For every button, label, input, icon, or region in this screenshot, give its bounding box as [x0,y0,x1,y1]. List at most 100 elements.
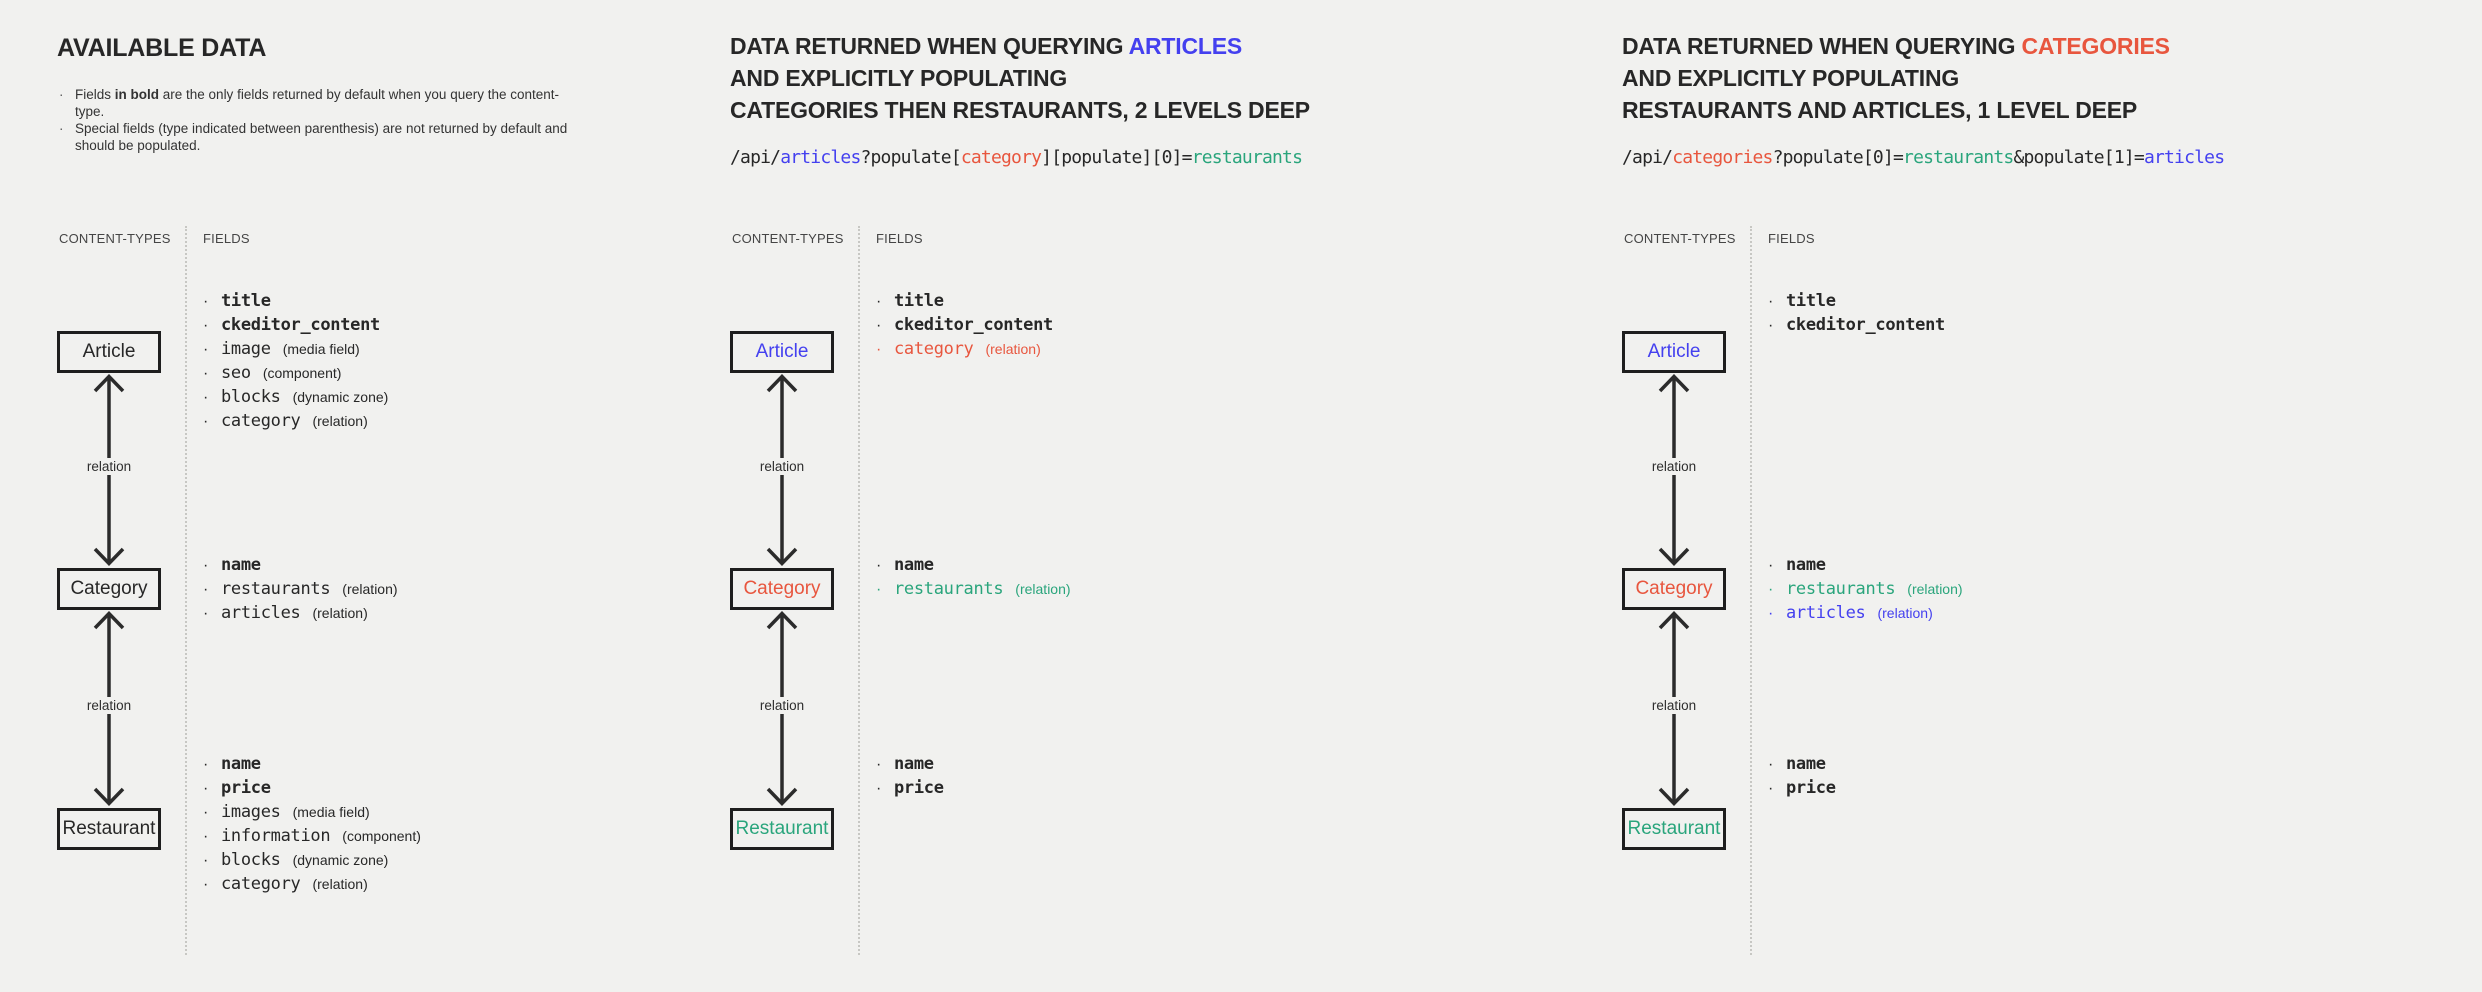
field-name: restaurants [221,579,331,599]
bullet-icon: · [1768,293,1774,310]
note-segment: in bold [114,87,160,102]
content-type-box-category: Category [730,568,834,610]
column-divider [185,226,187,955]
field-item: ·ckeditor_content [876,315,1053,339]
field-type: (relation) [312,876,368,892]
relation-label: relation [730,458,834,475]
title-segment: DATA RETURNED WHEN QUERYING [730,33,1129,59]
field-item: ·blocks(dynamic zone) [203,850,421,874]
field-item: ·price [203,778,421,802]
code-segment: restaurants [1191,147,1303,168]
relation-label-text: relation [754,458,810,475]
field-type: (media field) [282,341,360,357]
bullet-icon: · [876,317,882,334]
field-name: name [894,555,934,575]
code-segment: articles [780,147,861,168]
panel-title: AVAILABLE DATA [57,32,266,64]
bullet-icon: · [203,389,209,406]
bullet-icon: · [203,293,209,310]
field-name: articles [221,603,301,623]
panel-title-line: AND EXPLICITLY POPULATING [1622,62,2170,94]
bullet-icon: · [876,581,882,598]
fields-list-category: · name ·restaurants(relation) [876,555,1071,603]
field-type: (relation) [1015,581,1071,597]
field-item: ·name [1768,754,1836,778]
field-type: (relation) [985,341,1041,357]
field-item: ·name [1768,555,1963,579]
field-item: ·name [876,754,944,778]
field-type: (dynamic zone) [292,852,389,868]
bullet-icon: · [1768,581,1774,598]
code-segment: category [960,147,1042,168]
relation-label: relation [1622,458,1726,475]
relation-label: relation [57,697,161,714]
relation-label-text: relation [81,458,137,475]
code-segment: articles [2143,147,2225,168]
content-type-box-category: Category [1622,568,1726,610]
code-segment: /api/ [1622,147,1673,168]
content-types-column-header: CONTENT-TYPES [732,231,844,246]
field-name: articles [1786,603,1866,623]
field-item: ·articles(relation) [203,603,398,627]
bullet-icon: · [876,780,882,797]
field-type: (component) [262,365,342,381]
field-item: ·price [1768,778,1836,802]
content-type-label: Category [743,578,821,599]
bullet-icon: · [876,293,882,310]
relation-label: relation [57,458,161,475]
field-type: (dynamic zone) [292,389,389,405]
panel-title-line: CATEGORIES THEN RESTAURANTS, 2 LEVELS DE… [730,94,1310,126]
panel-title-line: DATA RETURNED WHEN QUERYING CATEGORIES [1622,30,2170,62]
note-segment: Fields [75,87,115,102]
field-name: ckeditor_content [221,315,380,335]
content-types-column-header: CONTENT-TYPES [59,231,171,246]
title-segment: RESTAURANTS AND ARTICLES, 1 LEVEL DEEP [1622,97,2138,123]
fields-list-article: ·title·ckeditor_content [1768,291,1945,339]
code-segment: /api/ [730,147,781,168]
title-segment: AVAILABLE DATA [57,34,267,62]
bullet-icon: · [1768,317,1774,334]
bullet-icon: · [876,756,882,773]
panel-title: DATA RETURNED WHEN QUERYING CATEGORIES AN… [1622,30,2170,126]
title-segment: DATA RETURNED WHEN QUERYING [1622,33,2022,59]
code-segment: restaurants [1903,147,2014,168]
field-item: ·restaurants(relation) [1768,579,1963,603]
field-item: ·seo(component) [203,363,388,387]
api-query-code: /api/articles?populate[category][populat… [730,147,1303,168]
note-text: Special fields (type indicated between p… [75,120,580,154]
note-text: Fields in bold are the only fields retur… [75,86,580,120]
fields-column-header: FIELDS [1768,231,1815,246]
field-item: ·restaurants(relation) [876,579,1071,603]
field-type: (media field) [292,804,370,820]
title-segment: CATEGORIES [2021,33,2170,59]
fields-list-restaurant: ·name·price [1768,754,1836,802]
field-name: title [221,291,271,311]
note-item: ·Fields in bold are the only fields retu… [59,86,580,120]
title-segment: AND EXPLICITLY POPULATING [1622,65,1960,91]
content-type-box-article: Article [730,331,834,373]
bullet-icon: · [876,557,882,574]
relation-label: relation [730,697,834,714]
content-type-box-article: Article [57,331,161,373]
field-item: ·restaurants(relation) [203,579,398,603]
content-type-label: Category [70,578,148,599]
field-name: ckeditor_content [1786,315,1945,335]
bullet-icon: · [1768,780,1774,797]
bullet-icon: · [203,756,209,773]
bullet-icon: · [1768,756,1774,773]
content-type-label: Restaurant [735,818,829,839]
field-item: ·image(media field) [203,339,388,363]
content-type-label: Category [1635,578,1713,599]
relation-label-text: relation [81,697,137,714]
bullet-icon: · [203,876,209,893]
fields-list-category: ·name·restaurants(relation)·articles(rel… [203,555,398,627]
code-segment: categories [1672,147,1773,168]
code-segment: ?populate[ [860,147,961,168]
bullet-icon: · [876,341,882,358]
field-item: · name [876,555,1071,579]
content-type-label: Article [755,341,809,362]
relation-label-text: relation [754,697,810,714]
content-type-box-restaurant: Restaurant [1622,808,1726,850]
panel-title-line: RESTAURANTS AND ARTICLES, 1 LEVEL DEEP [1622,94,2170,126]
